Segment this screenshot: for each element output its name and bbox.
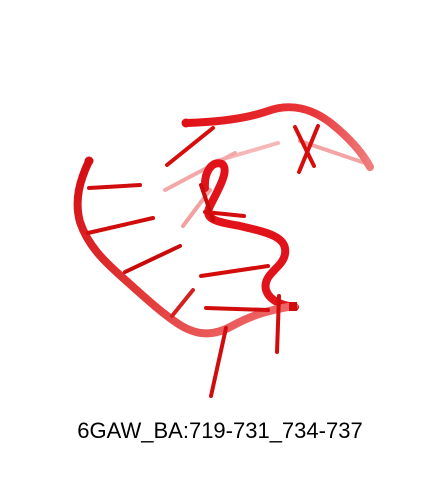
strand-end-cap <box>181 118 191 128</box>
base-stick <box>203 210 246 218</box>
base-stick <box>199 264 270 278</box>
base-stick <box>297 124 320 174</box>
base-stick <box>209 326 228 398</box>
backbone-left-strand <box>73 157 298 338</box>
base-stick <box>86 216 155 235</box>
base-stick <box>123 244 182 274</box>
structure-caption: 6GAW_BA:719-731_734-737 <box>77 418 363 443</box>
base-stick <box>275 294 281 354</box>
strand-end-cap <box>289 302 297 311</box>
base-stick <box>165 126 215 167</box>
base-stick <box>170 288 195 318</box>
foreground-bases <box>86 124 320 398</box>
base-stick <box>293 125 316 168</box>
backbone-top-strand <box>182 103 374 171</box>
backbone-middle-strand <box>200 159 299 311</box>
base-stick <box>204 306 270 312</box>
base-stick <box>87 183 142 190</box>
background-bases <box>163 139 367 228</box>
base-stick <box>163 151 237 192</box>
strand-end-cap <box>84 156 94 166</box>
